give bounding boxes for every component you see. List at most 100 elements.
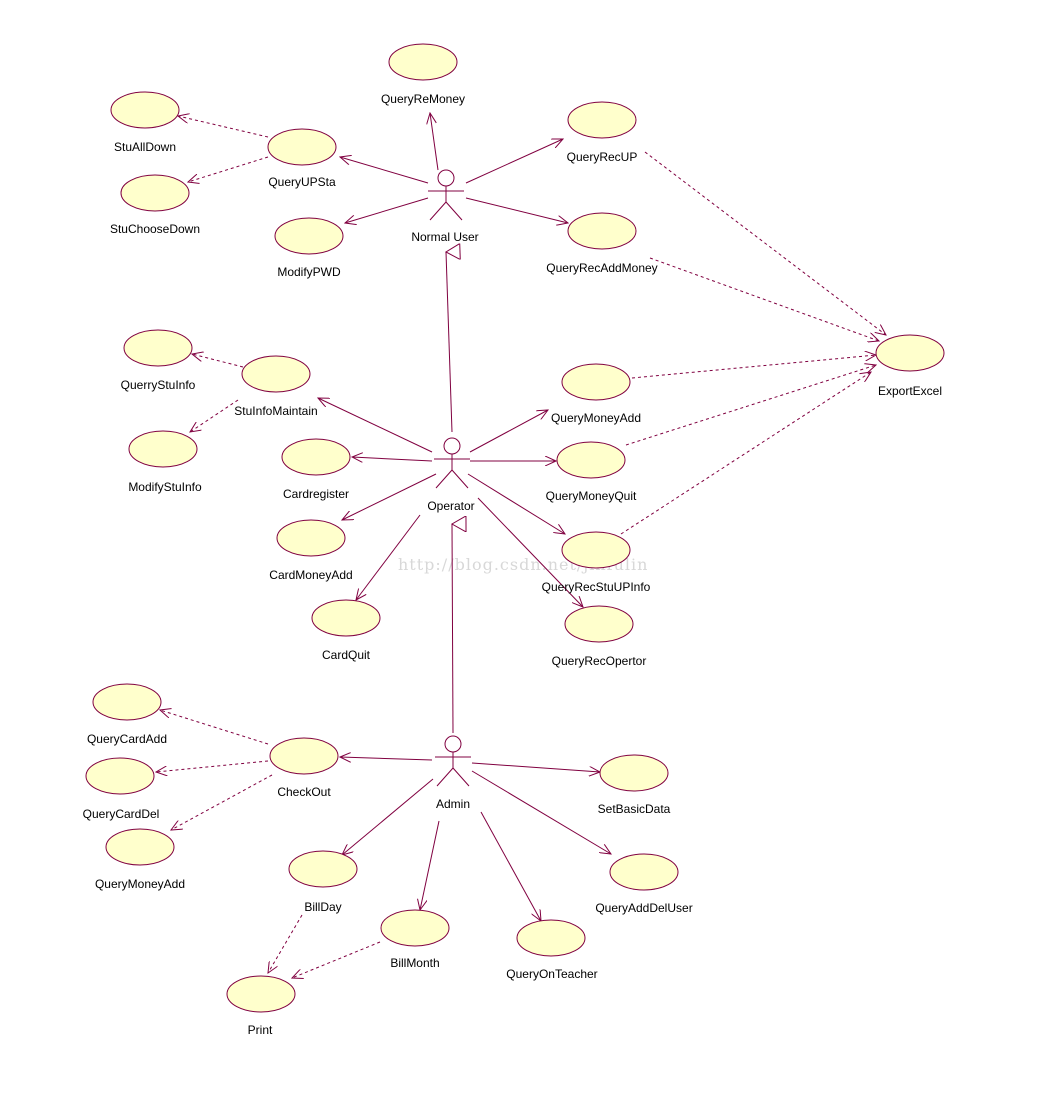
label-modifypwd: ModifyPWD (277, 265, 341, 279)
generalization-admin-to-operator (452, 524, 453, 734)
usecase-billday-ellipse (288, 850, 358, 888)
actor-head (444, 735, 462, 753)
usecase-queryupsta-ellipse (267, 128, 337, 166)
dep-queryrecup-exportexcel (644, 151, 886, 335)
label-querymoneyadd-admin: QueryMoneyAdd (95, 877, 185, 891)
label-queryremoney: QueryReMoney (381, 92, 465, 106)
usecase-checkout-ellipse (269, 737, 339, 775)
labels: Normal User Operator Admin QueryReMoney … (83, 92, 942, 1037)
dep-queryupsta-stualldown (178, 116, 269, 138)
usecase-queryrecopertor-ellipse (564, 605, 634, 643)
assoc-user-queryrecaddmoney (465, 197, 568, 223)
assoc-admin-billday (342, 778, 434, 855)
label-querycardadd: QueryCardAdd (87, 732, 167, 746)
dep-billday-print (268, 914, 303, 973)
assoc-admin-queryonteacher (480, 811, 541, 921)
assoc-user-modifypwd (345, 197, 429, 223)
usecase-querycarddel-ellipse (85, 757, 155, 795)
assoc-user-queryrecup (465, 139, 563, 184)
label-querymoneyadd-op: QueryMoneyAdd (551, 411, 641, 425)
label-queryonteacher: QueryOnTeacher (506, 967, 597, 981)
usecase-exportexcel-ellipse (875, 334, 945, 372)
use-cases (85, 43, 945, 1013)
label-billday: BillDay (304, 900, 341, 914)
dep-checkout-querycardadd (160, 710, 269, 745)
usecase-cardmoneyadd-ellipse (276, 519, 346, 557)
dep-stuinfomaintain-querrystuinfo (192, 354, 244, 368)
assoc-op-queryrecopertor (477, 497, 583, 607)
usecase-stuinfomaintain-ellipse (241, 355, 311, 393)
label-querycarddel: QueryCardDel (83, 807, 160, 821)
label-exportexcel: ExportExcel (878, 384, 942, 398)
actor-head (437, 169, 455, 187)
usecase-querymoneyquit-ellipse (556, 441, 626, 479)
label-cardmoneyadd: CardMoneyAdd (269, 568, 352, 582)
label-stuinfomaintain: StuInfoMaintain (234, 404, 317, 418)
assoc-admin-checkout (340, 757, 433, 760)
label-queryadddeluser: QueryAddDelUser (595, 901, 692, 915)
label-billmonth: BillMonth (390, 956, 439, 970)
generalization-operator-to-normal-user (446, 252, 452, 433)
actor-head (443, 437, 461, 455)
operator-associations (318, 398, 583, 607)
label-queryrecaddmoney: QueryRecAddMoney (546, 261, 657, 275)
dep-querymoneyquit-exportexcel (625, 365, 876, 446)
usecase-querrystuinfo-ellipse (123, 329, 193, 367)
usecase-stualldown-ellipse (110, 91, 180, 129)
usecase-querymoneyadd-op-ellipse (561, 363, 631, 401)
label-setbasicdata: SetBasicData (598, 802, 671, 816)
label-cardquit: CardQuit (322, 648, 371, 662)
assoc-op-cardmoneyadd (342, 473, 437, 520)
admin-associations (340, 757, 611, 921)
dep-querymoneyadd-exportexcel (631, 355, 876, 379)
label-stualldown: StuAllDown (114, 140, 176, 154)
assoc-admin-billmonth (420, 820, 440, 910)
dep-checkout-querycarddel (156, 760, 269, 772)
usecase-billmonth-ellipse (380, 909, 450, 947)
dep-checkout-querymoneyadd (171, 774, 273, 830)
usecase-queryrecstuupinfo-ellipse (561, 531, 631, 569)
assoc-admin-setbasicdata (471, 762, 600, 772)
actor-normal-user (428, 169, 464, 221)
assoc-op-stuinfomaintain (318, 398, 433, 453)
actor-admin (435, 735, 471, 787)
usecase-stuchoosedown-ellipse (120, 174, 190, 212)
label-queryupsta: QueryUPSta (268, 175, 336, 189)
normal-user-associations (340, 113, 568, 223)
actor-label-normal-user: Normal User (411, 230, 478, 244)
usecase-cardquit-ellipse (311, 599, 381, 637)
assoc-user-queryremoney (430, 113, 439, 171)
usecase-querymoneyadd-admin-ellipse (105, 828, 175, 866)
label-querrystuinfo: QuerryStuInfo (121, 378, 196, 392)
label-print: Print (248, 1023, 273, 1037)
usecase-queryrecaddmoney-ellipse (567, 212, 637, 250)
actor-operator (434, 437, 470, 489)
usecase-querycardadd-ellipse (92, 683, 162, 721)
label-stuchoosedown: StuChooseDown (110, 222, 200, 236)
dep-billmonth-print (292, 941, 381, 978)
assoc-op-queryrecstuupinfo (467, 473, 565, 534)
label-queryrecopertor: QueryRecOpertor (552, 654, 647, 668)
dep-queryrecaddmoney-exportexcel (649, 257, 879, 341)
dep-queryrecstuupinfo-exportexcel (620, 372, 871, 535)
assoc-admin-queryadddeluser (471, 770, 611, 854)
usecase-cardregister-ellipse (281, 438, 351, 476)
label-modifystuinfo: ModifyStuInfo (128, 480, 202, 494)
usecase-queryremoney-ellipse (388, 43, 458, 81)
usecase-print-ellipse (226, 975, 296, 1013)
assoc-op-cardquit (356, 514, 421, 600)
actor-label-admin: Admin (436, 797, 470, 811)
label-cardregister: Cardregister (283, 487, 349, 501)
label-checkout: CheckOut (277, 785, 331, 799)
label-querymoneyquit: QueryMoneyQuit (546, 489, 637, 503)
dep-stuinfomaintain-modifystuinfo (190, 399, 239, 432)
assoc-op-querymoneyadd (469, 410, 548, 453)
usecase-queryrecup-ellipse (567, 101, 637, 139)
usecase-setbasicdata-ellipse (599, 754, 669, 792)
generalizations (446, 252, 453, 734)
usecase-modifystuinfo-ellipse (128, 430, 198, 468)
usecase-queryadddeluser-ellipse (609, 853, 679, 891)
dependencies (156, 116, 886, 978)
